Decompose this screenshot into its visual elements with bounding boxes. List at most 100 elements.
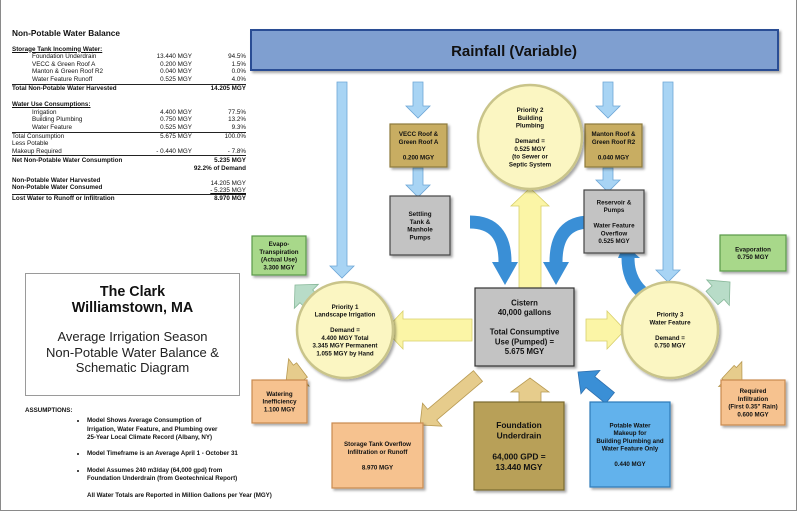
consumption-label: Irrigation [32, 108, 57, 116]
total-consumption-value: 5.675 MGY [160, 132, 192, 140]
assumptions: ASSUMPTIONS: Model Shows Average Consump… [25, 407, 325, 500]
project-name: The Clark [99, 284, 166, 300]
evapotranspiration-box-label: Evapo-Transpiration(Actual Use)3.300 MGY [259, 241, 298, 271]
arrow-settling-to-cistern-head [492, 262, 518, 285]
water-balance-table: Non-Potable Water Balance Storage Tank I… [12, 29, 246, 203]
subtitle-line-2: Non-Potable Water Balance & [46, 344, 219, 360]
rainfall-label: Rainfall (Variable) [451, 43, 577, 60]
pct-demand-row: 92.2% of Demand [12, 165, 246, 173]
incoming-row: Manton & Green Roof R2 0.040 MGY 0.0% [12, 68, 246, 76]
lost-value: 8.970 MGY [214, 194, 246, 202]
incoming-pct: 1.5% [231, 60, 246, 68]
arrow-priority3-to-evaporation [705, 279, 731, 307]
makeup-label: Makeup Required [12, 147, 62, 155]
arrow-foundation-to-cistern [509, 377, 551, 403]
harvested-row: Non-Potable Water Harvested 14.205 MGY [12, 176, 246, 187]
incoming-row: Foundation Underdrain 13.440 MGY 94.5% [12, 53, 246, 61]
arrow-settling-to-cistern [469, 215, 512, 263]
assumption-item: Model Timeframe is an Average April 1 - … [87, 450, 325, 458]
arrow-manton-to-reservoir [595, 167, 621, 193]
title-box: The Clark Williamstown, MA Average Irrig… [25, 273, 240, 396]
incoming-value: 0.040 MGY [160, 68, 192, 76]
incoming-pct: 4.0% [231, 75, 246, 83]
consumption-heading: Water Use Consumptions: [12, 101, 91, 109]
total-harvested-value: 14.205 MGY [210, 84, 246, 92]
lost-row: Lost Water to Runoff or Infiltration 8.9… [12, 193, 246, 203]
pct-demand-value: 92.2% of Demand [193, 164, 246, 172]
incoming-label: Water Feature Runoff [32, 75, 93, 83]
makeup-value: - 0.440 MGY [156, 147, 192, 155]
arrow-vecc-to-settling [405, 167, 431, 198]
total-harvested-row: Total Non-Potable Water Harvested 14.205… [12, 83, 246, 93]
incoming-label: Manton & Green Roof R2 [32, 68, 104, 76]
arrow-cistern-to-overflow [419, 370, 484, 427]
consumption-value: 4.400 MGY [160, 108, 192, 116]
rain-arrow-priority3 [655, 81, 681, 283]
arrow-cistern-to-priority2 [509, 187, 551, 291]
incoming-value: 13.440 MGY [156, 53, 192, 61]
assumption-item: Model Assumes 240 m3/day (64,000 gpd) fr… [87, 467, 325, 484]
incoming-value: 0.200 MGY [160, 60, 192, 68]
subtitle-line-1: Average Irrigation Season [57, 329, 208, 344]
rainfall-box: Rainfall (Variable) [250, 29, 779, 71]
incoming-pct: 94.5% [228, 53, 246, 61]
total-consumption-row: Total Consumption 5.675 MGY 100.0% [12, 131, 246, 141]
consumption-label: Water Feature [32, 123, 73, 131]
lost-label: Lost Water to Runoff or Infiltration [12, 194, 115, 202]
less-potable-label: Less Potable [12, 140, 49, 148]
rain-arrow-vecc [405, 81, 431, 119]
harvested-value: 14.205 MGY [210, 179, 246, 187]
consumption-label: Building Plumbing [32, 116, 83, 124]
arrow-cistern-to-priority1 [384, 309, 473, 351]
rain-arrow-manton [595, 81, 621, 119]
consumed-row: Non-Potable Water Consumed - 5.235 MGY [12, 184, 246, 194]
arrow-cistern-to-priority3 [585, 309, 626, 351]
total-consumption-pct: 100.0% [224, 132, 246, 140]
incoming-label: Foundation Underdrain [32, 53, 97, 61]
total-harvested-label: Total Non-Potable Water Harvested [12, 84, 117, 92]
consumed-label: Non-Potable Water Consumed [12, 184, 103, 192]
makeup-pct: - 7.8% [227, 147, 246, 155]
arrow-potable-to-cistern [577, 369, 615, 404]
net-consumption-label: Net Non-Potable Water Consumption [12, 157, 123, 165]
less-potable-row: Less Potable [12, 140, 246, 148]
incoming-pct: 0.0% [231, 68, 246, 76]
subtitle-line-3: Schematic Diagram [75, 360, 190, 375]
units-note: All Water Totals are Reported in Million… [87, 491, 272, 499]
consumption-pct: 13.2% [228, 116, 246, 124]
project-location: Williamstown, MA [71, 300, 194, 316]
makeup-row: Makeup Required - 0.440 MGY - 7.8% [12, 148, 246, 156]
harvested-label: Non-Potable Water Harvested [12, 176, 101, 184]
